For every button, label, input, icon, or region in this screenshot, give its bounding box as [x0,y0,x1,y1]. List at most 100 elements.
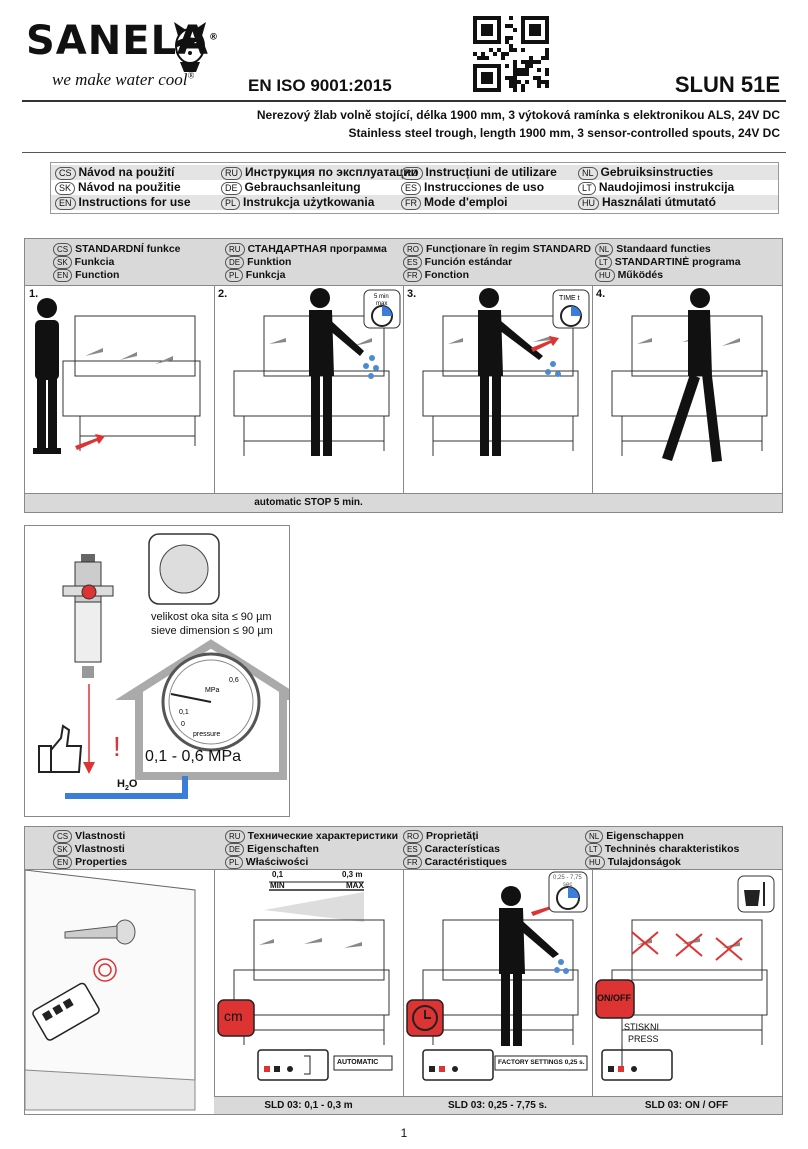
filter-illustration: MPa 0,6 0,1 0 pressure [38,533,289,799]
properties-panel-range: 0,1 0,3 m MIN MAX cm AUTOMATIC [214,870,404,1096]
pressure-gauge-icon [161,652,261,752]
sieve-size-cs: velikost oka sita ≤ 90 µm [151,611,272,623]
gauge-pressure-label: pressure [193,731,220,738]
water-drops-icon [554,959,569,974]
panel-number: 4. [596,288,606,300]
trough-illustration [33,298,201,454]
automatic-label: AUTOMATIC [337,1059,379,1066]
properties-footer: SLD 03: 0,1 - 0,3 m SLD 03: 0,25 - 7,75 … [214,1096,782,1114]
properties-panel-onoff: ON/OFF STISKNI PRESS [592,870,781,1096]
water-drops-icon [545,361,561,377]
timer-icon [552,289,590,329]
person-washing-icon [309,288,364,456]
trough-illustration [611,288,768,462]
water-pipe [65,776,188,799]
properties-panel-timer: 0,25 - 7,75 sec FACTORY SETTINGS 0,25 s. [403,870,593,1096]
water-drops-icon [363,355,379,379]
properties-panel-remote [25,870,215,1113]
timer-label: 5 min [374,294,389,300]
timer-max: max [376,301,387,307]
raccoon-mascot-icon [174,22,206,72]
panel-number: 2. [218,288,228,300]
panel-number: 3. [407,288,417,300]
pressure-range: 0,1 - 0,6 MPa [145,748,242,765]
footer-range: SLD 03: 0,1 - 0,3 m [264,1100,353,1111]
timer-unit: sec [563,882,573,888]
range-illustration [217,881,393,1081]
control-unit-icon [257,1049,329,1081]
timer-range: 0,25 - 7,75 [553,875,582,881]
control-unit-icon [422,1049,494,1081]
sieve-size-en: sieve dimension ≤ 90 µm [151,625,273,637]
range-min-label: MIN [270,881,285,890]
range-max-value: 0,3 m [342,870,363,879]
function-panel-3: 3. TIME t [403,286,593,493]
arrow-icon [531,336,559,352]
remote-control-icon [32,982,100,1041]
disabled-cross-icon [631,931,743,961]
person-washing-icon [499,886,559,1046]
function-panel-1: 1. [25,286,215,493]
header-rule-2 [22,152,786,153]
timer-label: TIME t [559,295,580,302]
onoff-badge: ON/OFF [597,993,631,1003]
model-number: SLUN 51E [674,72,780,97]
person-walking-icon [662,288,722,462]
brand-name: SANELA® [26,18,220,64]
qr-code[interactable] [473,16,549,92]
water-filter-box: MPa 0,6 0,1 0 pressure velikost oka sita… [24,525,290,817]
timer-icon [548,871,588,913]
signal-icon [93,958,117,982]
auto-stop-label: automatic STOP 5 min. [254,497,363,508]
arrow-icon [75,434,105,450]
description-en: Stainless steel trough, length 1900 mm, … [348,126,780,140]
panel-number: 1. [29,288,39,300]
brand-slogan: we make water cool® [52,70,195,89]
footer-onoff: SLD 03: ON / OFF [644,1100,729,1111]
gauge-zero: 0 [181,721,185,728]
warning-icon: ! [113,731,121,762]
function-panel-2: 2. 5 min max [214,286,404,493]
header-rule [22,100,786,102]
clock-icon [406,999,444,1037]
iso-standard: EN ISO 9001:2015 [248,76,392,95]
faucet-spout-icon [64,919,136,945]
water-label: H2O [117,778,138,793]
person-washing-icon [478,288,543,456]
page-number: 1 [400,1126,408,1140]
onoff-illustration [595,875,775,1081]
gauge-unit: MPa [205,687,220,694]
